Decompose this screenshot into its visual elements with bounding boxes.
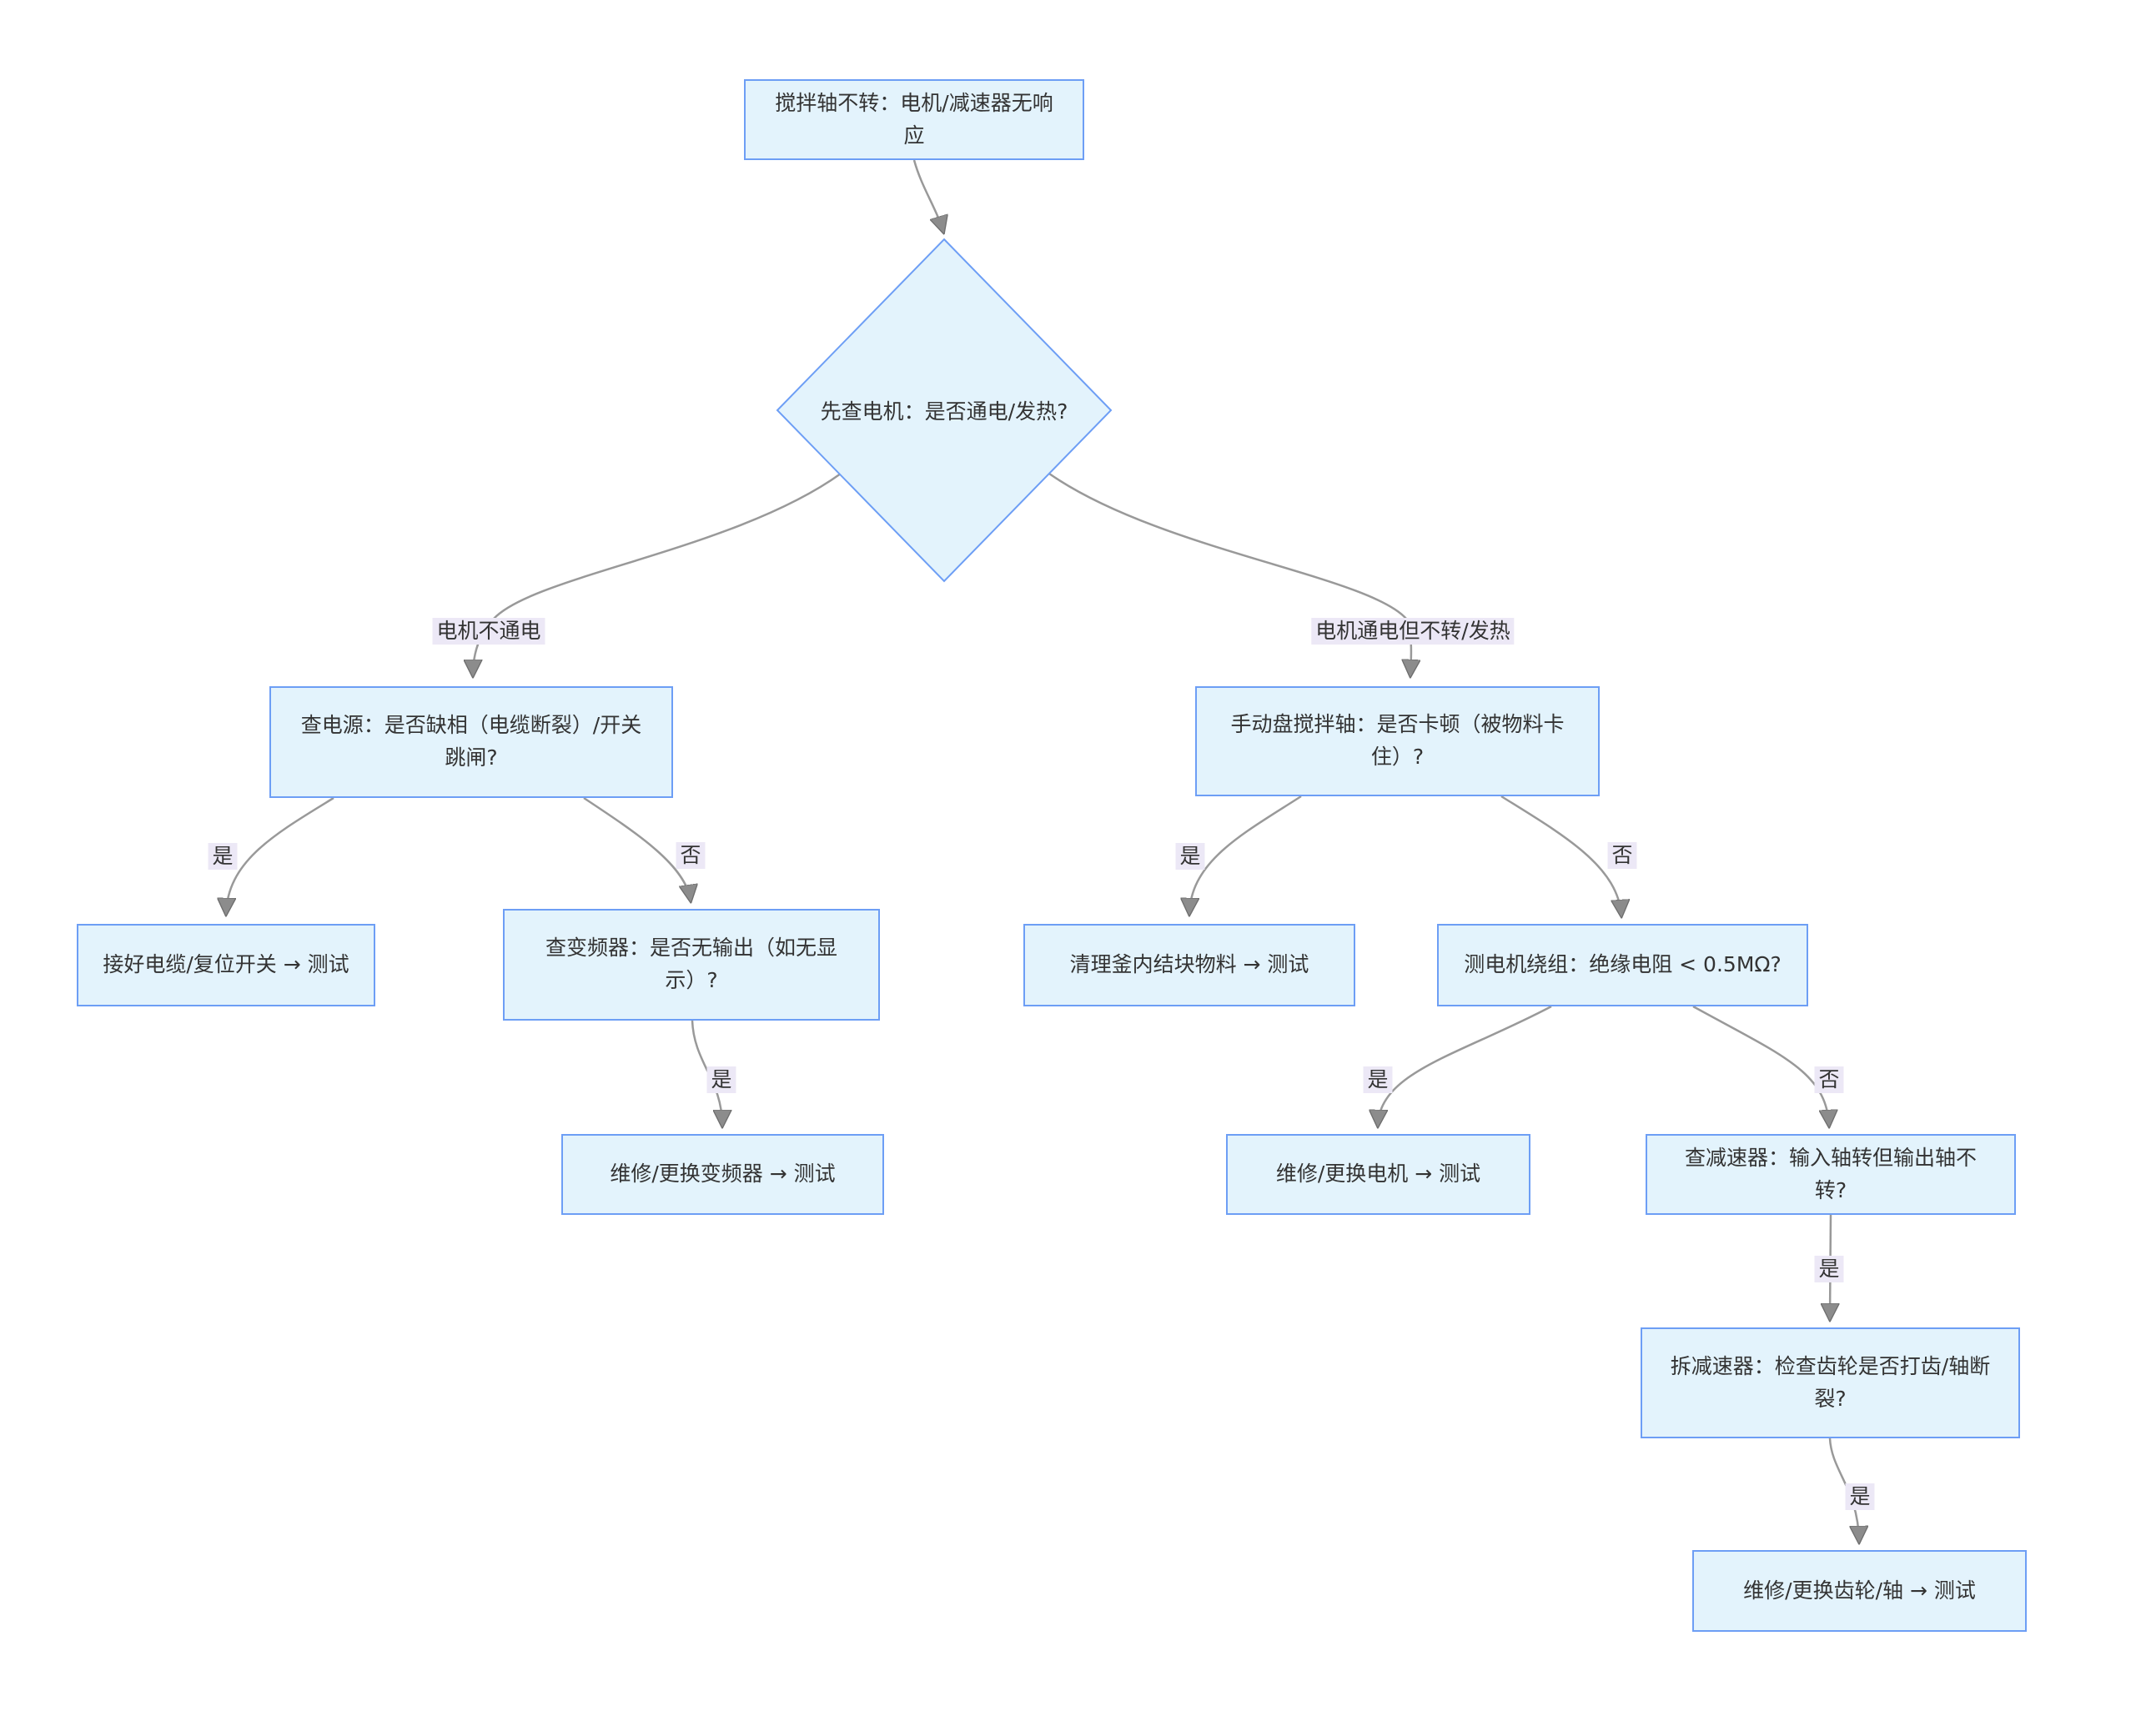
node-check-vfd: 查变频器：是否无输出（如无显示）?: [503, 909, 880, 1021]
node-fix-gear-label: 维修/更换齿轮/轴 → 测试: [1743, 1578, 1976, 1603]
edge-label-winding-no: 否: [1814, 1066, 1844, 1093]
decision-check-motor-label: 先查电机：是否通电/发热?: [820, 399, 1068, 424]
node-clean-material: 清理釜内结块物料 → 测试: [1023, 924, 1355, 1006]
node-check-reducer: 查减速器：输入轴转但输出轴不转?: [1646, 1134, 2016, 1215]
decision-check-motor-shape: [776, 238, 1113, 583]
edge-motor-powered: [1048, 472, 1411, 675]
node-fix-cable: 接好电缆/复位开关 → 测试: [77, 924, 375, 1006]
node-open-reducer-label: 拆减速器：检查齿轮是否打齿/轴断裂?: [1670, 1353, 1991, 1411]
edge-winding-no: [1692, 1005, 1829, 1126]
edge-label-stuck-yes: 是: [1175, 843, 1205, 870]
edge-label-gear-yes: 是: [1845, 1483, 1875, 1510]
node-fix-cable-label: 接好电缆/复位开关 → 测试: [103, 952, 349, 977]
edge-label-motor-no-power: 电机不通电: [432, 618, 545, 645]
edge-winding-yes: [1378, 1005, 1552, 1126]
edge-label-winding-yes: 是: [1363, 1066, 1393, 1093]
edge-power-no: [583, 796, 691, 901]
node-fix-motor-label: 维修/更换电机 → 测试: [1275, 1162, 1481, 1187]
node-fix-gear: 维修/更换齿轮/轴 → 测试: [1692, 1550, 2027, 1632]
edge-label-motor-powered: 电机通电但不转/发热: [1311, 618, 1515, 645]
node-start-label: 搅拌轴不转：电机/减速器无响应: [775, 90, 1053, 148]
node-test-winding: 测电机绕组：绝缘电阻 < 0.5MΩ?: [1437, 924, 1808, 1006]
node-check-reducer-label: 查减速器：输入轴转但输出轴不转?: [1684, 1145, 1977, 1202]
node-fix-vfd: 维修/更换变频器 → 测试: [561, 1134, 884, 1215]
node-fix-vfd-label: 维修/更换变频器 → 测试: [610, 1162, 836, 1187]
edge-label-vfd-yes: 是: [706, 1066, 736, 1093]
node-turn-shaft-label: 手动盘搅拌轴：是否卡顿（被物料卡住）?: [1230, 712, 1565, 769]
edge-label-power-yes: 是: [208, 843, 238, 870]
edge-power-yes: [226, 796, 334, 914]
node-turn-shaft: 手动盘搅拌轴：是否卡顿（被物料卡住）?: [1195, 686, 1600, 796]
node-check-power-label: 查电源：是否缺相（电缆断裂）/开关跳闸?: [300, 713, 642, 770]
node-open-reducer: 拆减速器：检查齿轮是否打齿/轴断裂?: [1641, 1327, 2020, 1438]
node-check-power: 查电源：是否缺相（电缆断裂）/开关跳闸?: [269, 686, 673, 798]
edge-label-power-no: 否: [676, 842, 706, 869]
edge-start-to-check: [912, 159, 943, 232]
edge-label-reducer-yes: 是: [1814, 1256, 1844, 1282]
edge-motor-no-power: [473, 472, 842, 675]
node-clean-material-label: 清理釜内结块物料 → 测试: [1069, 952, 1309, 977]
node-start: 搅拌轴不转：电机/减速器无响应: [744, 79, 1084, 160]
edge-gear-yes: [1828, 1438, 1859, 1542]
edge-label-stuck-no: 否: [1607, 842, 1637, 869]
edge-stuck-no: [1500, 795, 1621, 916]
edge-stuck-yes: [1189, 795, 1302, 914]
node-fix-motor: 维修/更换电机 → 测试: [1226, 1134, 1530, 1215]
node-test-winding-label: 测电机绕组：绝缘电阻 < 0.5MΩ?: [1464, 952, 1782, 977]
node-check-vfd-label: 查变频器：是否无输出（如无显示）?: [545, 936, 837, 992]
